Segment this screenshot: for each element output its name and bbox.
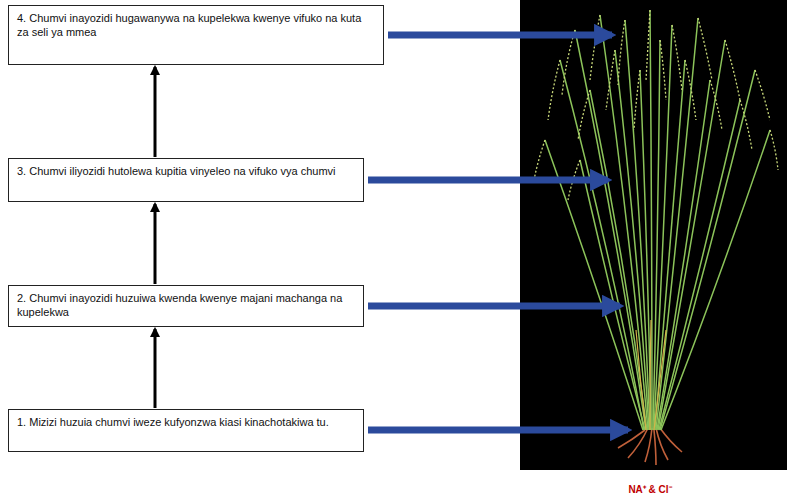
box-text: 3. Chumvi iliyozidi hutolewa kupitia vin… <box>17 164 354 178</box>
box-text: 1. Mizizi huzuia chumvi iweze kufyonzwa … <box>17 415 354 429</box>
pointer-arrow <box>368 427 628 434</box>
leaf-bases <box>636 320 666 430</box>
box-text: 2. Chumvi inayozidi huzuiwa kwenda kweny… <box>17 291 354 319</box>
pointer-arrow <box>368 303 620 310</box>
process-box: 2. Chumvi inayozidi huzuiwa kwenda kweny… <box>8 285 364 327</box>
ion-label: NA⁺ & Cl⁻ <box>628 482 671 496</box>
pointer-arrow <box>388 32 612 39</box>
pointer-arrows <box>368 35 628 430</box>
roots <box>618 428 682 465</box>
process-box: 4. Chumvi inayozidi hugawanywa na kupele… <box>8 5 384 65</box>
process-box: 3. Chumvi iliyozidi hutolewa kupitia vin… <box>8 158 364 202</box>
flow-arrow <box>154 67 157 157</box>
rice-stalks <box>545 10 770 430</box>
flow-arrow <box>154 329 157 408</box>
pointer-arrow <box>368 177 608 184</box>
box-text: 4. Chumvi inayozidi hugawanywa na kupele… <box>17 11 374 39</box>
photo-ground <box>520 0 787 470</box>
flow-arrow <box>154 204 157 284</box>
process-box: 1. Mizizi huzuia chumvi iweze kufyonzwa … <box>8 409 364 452</box>
